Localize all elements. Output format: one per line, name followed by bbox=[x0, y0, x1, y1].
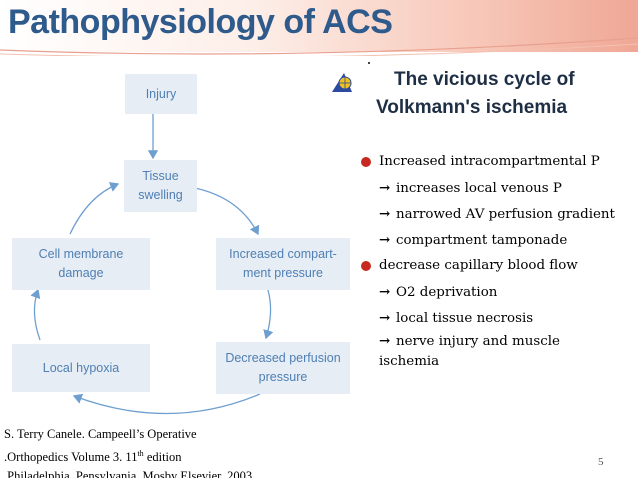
citation-line3: .Philadelphia, Pensylvania. Mosby Elsevi… bbox=[4, 469, 253, 478]
globe-logo-icon bbox=[330, 70, 354, 94]
sub-bullet-item: → narrowed AV perfusion gradient bbox=[360, 201, 638, 227]
header-band bbox=[0, 0, 638, 52]
bullet-text: nerve injury and muscle ischemia bbox=[379, 334, 560, 369]
sub-bullet-item: → increases local venous P bbox=[360, 175, 638, 201]
bullet-text: compartment tamponade bbox=[396, 233, 568, 248]
bullet-text: narrowed AV perfusion gradient bbox=[396, 207, 615, 222]
slide-title: Pathophysiology of ACS bbox=[8, 3, 393, 41]
bullet-text: Increased intracompartmental P bbox=[379, 154, 600, 169]
bullet-list: Increased intracompartmental P → increases… bbox=[360, 149, 638, 369]
right-arrow-icon: → bbox=[379, 180, 391, 196]
bullet-dot-icon bbox=[361, 261, 371, 271]
sub-bullet-item: →nerve injury and muscle ischemia bbox=[360, 331, 609, 369]
sub-bullet-item: → compartment tamponade bbox=[360, 227, 638, 253]
panel-title: The vicious cycle of Volkmann's ischemia bbox=[370, 66, 610, 122]
sub-bullet-item: → local tissue necrosis bbox=[360, 305, 638, 331]
citation-line2-suffix: edition bbox=[143, 450, 182, 465]
box-increased-compartment-pressure: Increased compart- ment pressure bbox=[216, 238, 350, 290]
right-arrow-icon: → bbox=[379, 206, 391, 222]
citation-line2-prefix: .Orthopedics Volume 3. 11 bbox=[4, 450, 138, 465]
bullet-item: decrease capillary blood flow bbox=[360, 253, 638, 279]
panel-title-line1: The vicious cycle of bbox=[394, 69, 575, 90]
box-injury: Injury bbox=[125, 74, 197, 114]
box-cell-membrane-damage: Cell membrane damage bbox=[12, 238, 150, 290]
bullet-item: Increased intracompartmental P bbox=[360, 149, 638, 175]
citation: S. Terry Canele. Campeell’s Operative .O… bbox=[4, 425, 252, 478]
right-arrow-icon: → bbox=[379, 333, 391, 349]
right-arrow-icon: → bbox=[379, 284, 391, 300]
marker-dot bbox=[368, 62, 370, 64]
right-arrow-icon: → bbox=[379, 232, 391, 248]
bullet-dot-icon bbox=[361, 157, 371, 167]
right-arrow-icon: → bbox=[379, 310, 391, 326]
citation-line1: S. Terry Canele. Campeell’s Operative bbox=[4, 427, 197, 441]
box-local-hypoxia: Local hypoxia bbox=[12, 344, 150, 392]
box-tissue-swelling: Tissue swelling bbox=[124, 160, 197, 212]
header-swoosh bbox=[0, 37, 638, 56]
bullet-text: local tissue necrosis bbox=[396, 311, 534, 326]
bullet-text: O2 deprivation bbox=[396, 285, 498, 300]
citation-line2-sup: th bbox=[137, 449, 144, 458]
bullet-text: decrease capillary blood flow bbox=[379, 258, 578, 273]
box-decreased-perfusion-pressure: Decreased perfusion pressure bbox=[216, 342, 350, 394]
cycle-arrows bbox=[30, 114, 274, 415]
sub-bullet-item: → O2 deprivation bbox=[360, 279, 638, 305]
bullet-text: increases local venous P bbox=[396, 181, 562, 196]
citation-line2: .Orthopedics Volume 3. 11th edition bbox=[4, 444, 252, 467]
panel-title-line2: Volkmann's ischemia bbox=[376, 97, 568, 118]
page-number: 5 bbox=[598, 456, 604, 468]
